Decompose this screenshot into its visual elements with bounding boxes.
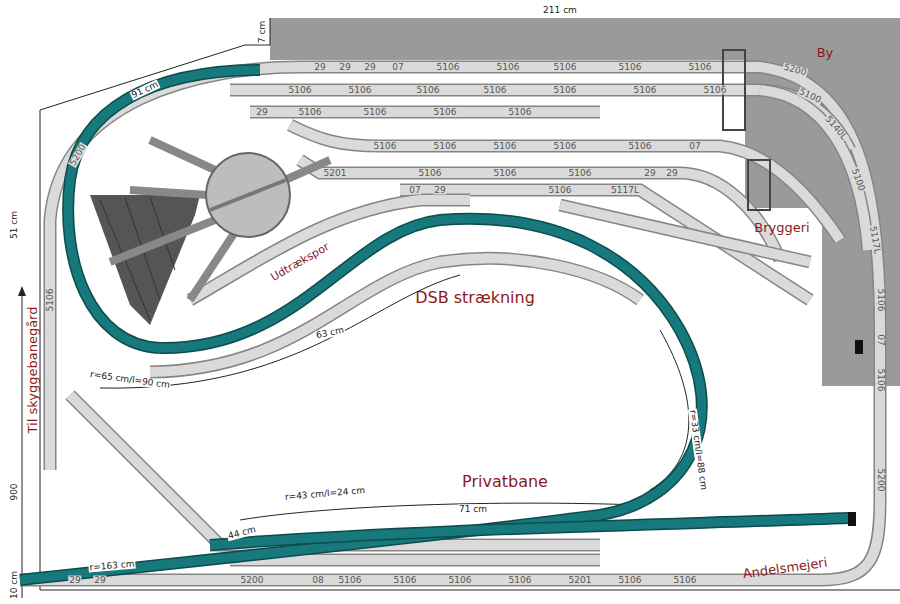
track-piece-number: 5106: [508, 576, 533, 585]
track-piece-number: 07: [408, 186, 421, 195]
place-name: DSB strækning: [415, 290, 535, 306]
track-piece-number: 5106: [688, 63, 713, 72]
track-piece-number: 29: [643, 169, 656, 178]
dimension-label: 7 cm: [258, 20, 267, 44]
track-piece-number: 29: [338, 63, 351, 72]
track-piece-number: 5106: [436, 63, 461, 72]
track-piece-number: 5201: [568, 576, 593, 585]
track-piece-number: 07: [688, 142, 701, 151]
dimension-label: 51 cm: [10, 210, 19, 240]
track-piece-number: 29: [313, 63, 326, 72]
track-piece-number: 5106: [618, 63, 643, 72]
track-piece-number: 07: [391, 63, 404, 72]
track-piece-number: 29: [255, 108, 268, 117]
track-piece-number: 5106: [348, 86, 373, 95]
dimension-label: 10 cm: [10, 570, 19, 600]
track-piece-number: 5106: [493, 169, 518, 178]
track-piece-number: 5106: [508, 108, 533, 117]
track-piece-number: 5106: [876, 368, 885, 393]
track-piece-number: 5106: [483, 86, 508, 95]
track-piece-number: 29: [93, 576, 106, 585]
place-name: By: [817, 46, 834, 59]
track-piece-number: 5106: [288, 86, 313, 95]
place-name: Privatbane: [462, 474, 548, 490]
track-piece-number: 5201: [323, 169, 348, 178]
track-piece-number: 29: [433, 186, 446, 195]
track-piece-number: 5106: [418, 169, 443, 178]
track-piece-number: 5106: [363, 108, 388, 117]
track-piece-number: 5106: [373, 142, 398, 151]
track-piece-number: 5106: [618, 576, 643, 585]
track-piece-number: 5106: [703, 86, 728, 95]
track-piece-number: 08: [311, 576, 324, 585]
track-piece-number: 5106: [568, 169, 593, 178]
dimension-label: 71 cm: [458, 505, 488, 514]
track-piece-number: 5106: [553, 86, 578, 95]
track-piece-number: 5106: [876, 288, 885, 313]
track-piece-number: 5106: [548, 186, 573, 195]
dimension-label: 211 cm: [542, 6, 578, 15]
track-piece-number: 5106: [493, 142, 518, 151]
dimension-label: 900: [10, 482, 19, 501]
track-piece-number: 5106: [673, 576, 698, 585]
track-piece-number: 5106: [46, 288, 55, 313]
track-piece-number: 5106: [393, 576, 418, 585]
place-name: Til skyggebanegård: [26, 307, 39, 434]
track-piece-number: 5106: [416, 86, 441, 95]
track-piece-number: 29: [363, 63, 376, 72]
place-name: Bryggeri: [754, 221, 809, 234]
track-piece-number: 5200: [876, 468, 885, 493]
track-piece-number: 07: [876, 333, 885, 346]
track-piece-number: 5106: [298, 108, 323, 117]
track-piece-number: 5200: [240, 576, 265, 585]
track-piece-number: 5106: [496, 63, 521, 72]
track-piece-number: 29: [68, 576, 81, 585]
track-piece-number: 5117L: [610, 186, 640, 195]
dimension-label: r=43 cm/l=24 cm: [284, 486, 367, 502]
track-piece-number: 5106: [553, 63, 578, 72]
track-piece-number: 5106: [338, 576, 363, 585]
track-piece-number: 5106: [448, 576, 473, 585]
track-piece-number: 5106: [433, 108, 458, 117]
track-piece-number: 5106: [633, 86, 658, 95]
track-piece-number: 29: [665, 169, 678, 178]
track-piece-number: 5106: [628, 142, 653, 151]
track-piece-number: 5106: [433, 142, 458, 151]
track-piece-number: 5106: [553, 142, 578, 151]
